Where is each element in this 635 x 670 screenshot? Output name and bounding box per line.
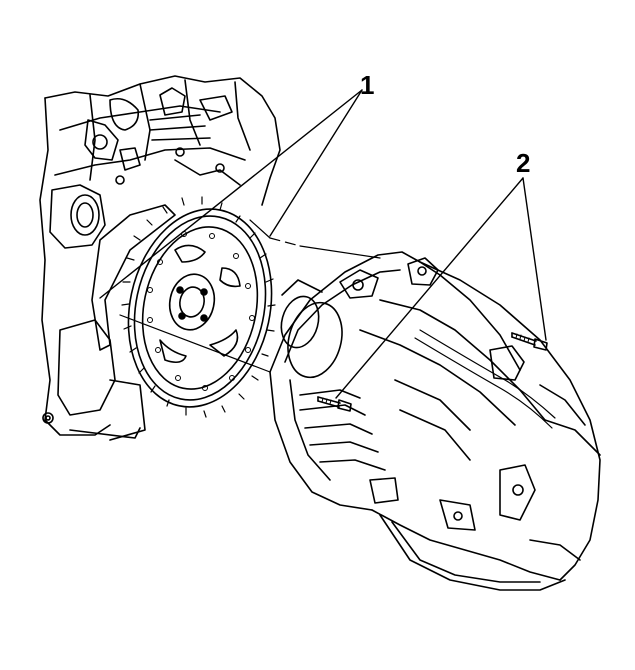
bolt [511,332,548,351]
alignment-guides [119,219,381,373]
bolt [317,396,352,412]
transmission [269,251,601,591]
callout-number: 1 [360,70,375,100]
engine-block [39,75,281,441]
leader-lines [99,89,547,399]
flexplate [91,196,276,418]
callout-number: 2 [516,148,531,178]
